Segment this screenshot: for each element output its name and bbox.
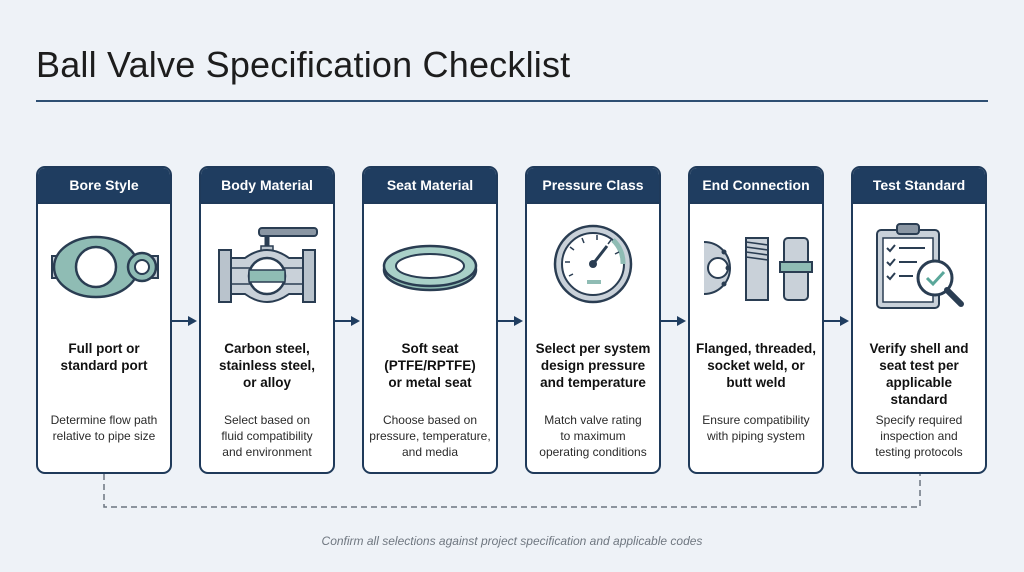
card-heading: Body Material (201, 168, 333, 204)
card-detail: Match valve rating to maximum operating … (539, 413, 647, 459)
card-summary: Carbon steel, stainless steel, or alloy (218, 341, 316, 390)
card-body-material: Body Material Carbon steel, stainless st… (199, 166, 335, 474)
card-test-standard: Test Standard Verify shell and seat test… (851, 166, 987, 474)
arrow-right-icon (172, 314, 198, 328)
arrow-right-icon (661, 314, 687, 328)
title-divider (36, 100, 988, 102)
bore-ports-icon (38, 212, 170, 322)
card-heading: Bore Style (38, 168, 170, 204)
pressure-gauge-icon (527, 212, 659, 322)
card-summary: Select per system design pressure and te… (535, 341, 651, 390)
card-summary: Full port or standard port (60, 341, 148, 373)
pipe-ends-icon (690, 212, 822, 322)
card-heading: Test Standard (853, 168, 985, 204)
card-summary: Flanged, threaded, socket weld, or butt … (695, 341, 817, 390)
card-detail: Specify required inspection and testing … (875, 413, 963, 459)
card-detail: Ensure compatibility with piping system (702, 413, 810, 443)
page-title: Ball Valve Specification Checklist (36, 44, 571, 85)
card-detail: Select based on fluid compatibility and … (221, 413, 313, 459)
footnote: Confirm all selections against project s… (321, 534, 703, 548)
arrow-right-icon (335, 314, 361, 328)
card-end-connection: End Connection Flanged, threaded, socket… (688, 166, 824, 474)
card-bore-style: Bore Style Full port or standard port De… (36, 166, 172, 474)
clipboard-magnifier-icon (853, 212, 985, 322)
valve-body-cutaway-icon (201, 212, 333, 322)
card-summary: Soft seat (PTFE/RPTFE) or metal seat (384, 341, 476, 390)
card-summary: Verify shell and seat test per applicabl… (869, 341, 969, 407)
seat-ring-icon (364, 212, 496, 322)
arrow-right-icon (824, 314, 850, 328)
card-heading: Seat Material (364, 168, 496, 204)
card-pressure-class: Pressure Class Select per system design … (525, 166, 661, 474)
card-heading: Pressure Class (527, 168, 659, 204)
card-seat-material: Seat Material Soft seat (PTFE/RPTFE) or … (362, 166, 498, 474)
card-detail: Determine flow path relative to pipe siz… (50, 413, 158, 443)
card-detail: Choose based on pressure, temperature, a… (369, 413, 491, 459)
card-heading: End Connection (690, 168, 822, 204)
arrow-right-icon (498, 314, 524, 328)
